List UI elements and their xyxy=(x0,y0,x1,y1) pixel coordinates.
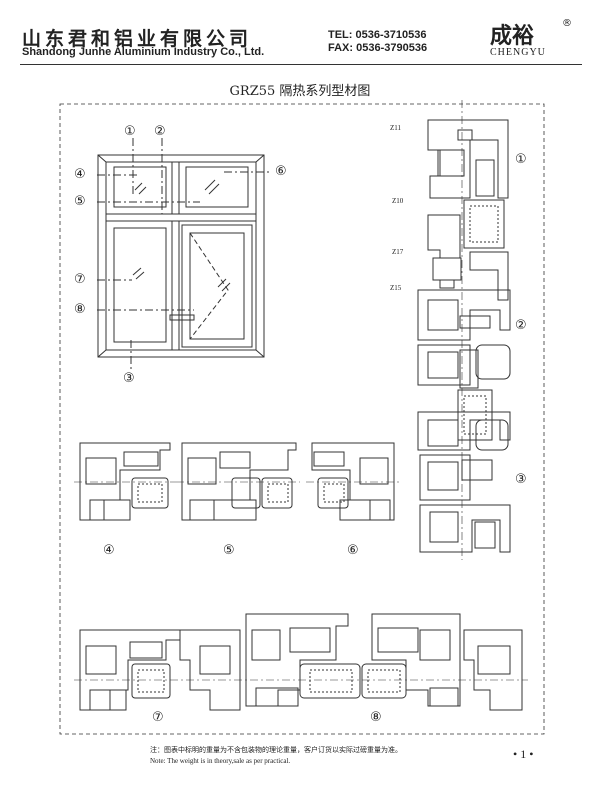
right-marker-3: ③ xyxy=(515,472,527,487)
marker-1: ① xyxy=(124,124,136,139)
footer-note-en: Note: The weight is in theory,sale as pe… xyxy=(150,757,291,765)
brand-name-en: CHENGYU xyxy=(490,47,546,58)
drawing-frame xyxy=(59,103,545,735)
horizontal-sections-bottom xyxy=(74,613,528,711)
code-z11: Z11 xyxy=(390,124,402,132)
marker-6: ⑥ xyxy=(275,164,287,179)
section-marker-6: ⑥ xyxy=(347,543,359,558)
code-z17: Z17 xyxy=(392,248,404,256)
section-marker-4: ④ xyxy=(103,543,115,558)
marker-5: ⑤ xyxy=(74,194,86,209)
window-elevation xyxy=(97,138,272,372)
code-z15: Z15 xyxy=(390,284,402,292)
marker-3: ③ xyxy=(123,371,135,386)
marker-4: ④ xyxy=(74,167,86,182)
header-rule xyxy=(20,64,582,65)
company-name-cn: 山东君和铝业有限公司 xyxy=(22,28,253,50)
tel-number: TEL: 0536-3710536 xyxy=(328,29,427,41)
company-name-en: Shandong Junhe Aluminium Industry Co., L… xyxy=(22,46,265,58)
brand-logo: 成裕 xyxy=(490,23,535,49)
page-number: • 1 • xyxy=(513,747,534,761)
marker-2: ② xyxy=(154,124,166,139)
section-marker-5: ⑤ xyxy=(223,543,235,558)
fax-number: FAX: 0536-3790536 xyxy=(328,42,428,54)
section-marker-8: ⑧ xyxy=(370,710,382,725)
section-marker-7: ⑦ xyxy=(152,710,164,725)
marker-7: ⑦ xyxy=(74,272,86,287)
registered-mark: ® xyxy=(562,18,572,29)
right-marker-2: ② xyxy=(515,318,527,333)
right-marker-1: ① xyxy=(515,152,527,167)
footer-note-cn: 注：图表中标明的重量为不含包装物的理论重量，客户订货以实际过磅重量为准。 xyxy=(150,746,402,754)
marker-8: ⑧ xyxy=(74,302,86,317)
code-z10: Z10 xyxy=(392,197,404,205)
horizontal-sections-top xyxy=(74,442,400,521)
page-title: GRZ55 隔热系列型材图 xyxy=(229,84,371,99)
vertical-section-stack xyxy=(417,100,511,560)
